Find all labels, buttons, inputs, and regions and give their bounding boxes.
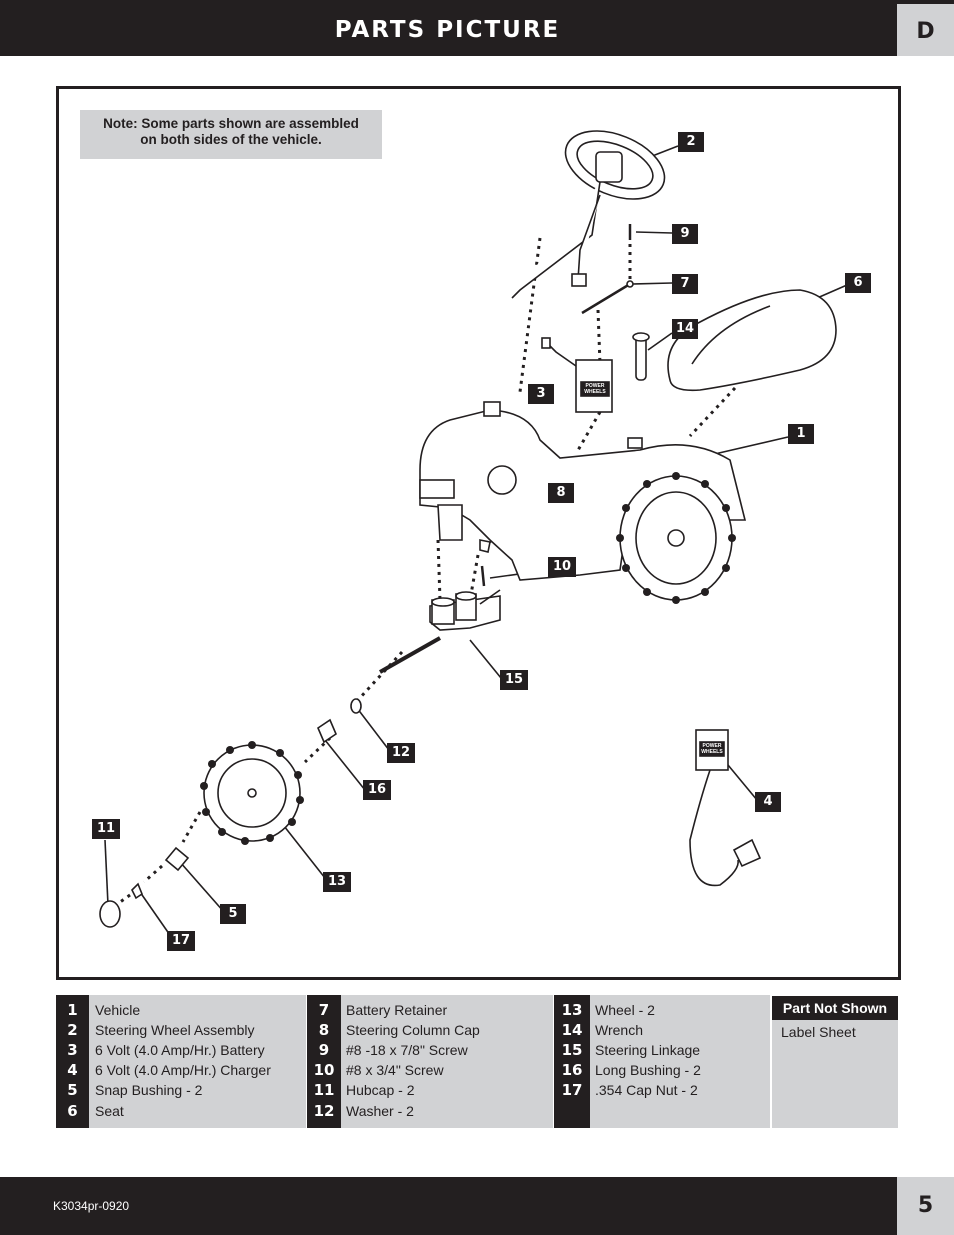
legend-label: Vehicle xyxy=(95,1002,141,1018)
legend-number: 11 xyxy=(313,1081,335,1099)
battery-brand-label: POWER WHEELS xyxy=(584,383,606,395)
legend-number: 2 xyxy=(67,1021,78,1039)
legend-label: Steering Linkage xyxy=(595,1042,701,1058)
callout-6: 6 xyxy=(845,273,871,293)
callout-5: 5 xyxy=(220,904,246,924)
legend-label: 6 Volt (4.0 Amp/Hr.) Charger xyxy=(95,1062,271,1078)
legend-label: .354 Cap Nut - 2 xyxy=(595,1082,698,1098)
legend-number-bar-1 xyxy=(56,995,89,1128)
part-not-shown-box xyxy=(772,1020,898,1128)
callout-16: 16 xyxy=(363,780,391,800)
legend-number: 15 xyxy=(561,1041,583,1059)
legend-number: 12 xyxy=(313,1102,335,1120)
legend-label: Hubcap - 2 xyxy=(346,1082,415,1098)
legend-number-bar-2 xyxy=(307,995,341,1128)
legend-label: #8 x 3/4" Screw xyxy=(346,1062,444,1078)
legend-column-3 xyxy=(554,995,770,1128)
legend-label: Wheel - 2 xyxy=(595,1002,655,1018)
callout-12: 12 xyxy=(387,743,415,763)
callout-11: 11 xyxy=(92,819,120,839)
legend-label: Battery Retainer xyxy=(346,1002,448,1018)
legend-number: 5 xyxy=(67,1081,78,1099)
legend-number-bar-3 xyxy=(554,995,590,1128)
legend-number: 3 xyxy=(67,1041,78,1059)
legend-number: 6 xyxy=(67,1102,78,1120)
callout-17: 17 xyxy=(167,931,195,951)
legend-number: 14 xyxy=(561,1021,583,1039)
legend-number: 16 xyxy=(561,1061,583,1079)
page-header: PARTS PICTURE xyxy=(0,0,954,56)
page-number: 5 xyxy=(897,1177,954,1235)
legend-number: 13 xyxy=(561,1001,583,1019)
callout-4: 4 xyxy=(755,792,781,812)
legend-number: 4 xyxy=(67,1061,78,1079)
legend-label: Seat xyxy=(95,1103,124,1119)
legend-number: 8 xyxy=(318,1021,330,1039)
charger-brand-label: POWER WHEELS xyxy=(701,743,723,755)
legend-label: 6 Volt (4.0 Amp/Hr.) Battery xyxy=(95,1042,265,1058)
callout-14: 14 xyxy=(672,319,698,339)
legend-number: 10 xyxy=(313,1061,335,1079)
legend-label: Long Bushing - 2 xyxy=(595,1062,701,1078)
assembly-note: Note: Some parts shown are assembled on … xyxy=(80,110,382,159)
page-footer xyxy=(0,1177,954,1235)
legend-label: Wrench xyxy=(595,1022,643,1038)
note-line-1: Note: Some parts shown are assembled xyxy=(103,116,359,131)
legend-label: Washer - 2 xyxy=(346,1103,414,1119)
callout-13: 13 xyxy=(323,872,351,892)
section-tab: D xyxy=(897,4,954,56)
callout-15: 15 xyxy=(500,670,528,690)
legend-label: #8 -18 x 7/8" Screw xyxy=(346,1042,468,1058)
legend-label: Steering Wheel Assembly xyxy=(95,1022,255,1038)
legend-number: 7 xyxy=(318,1001,330,1019)
part-not-shown-title: Part Not Shown xyxy=(772,996,898,1020)
diagram-frame xyxy=(56,86,901,980)
page-title: PARTS PICTURE xyxy=(334,17,561,43)
legend-number: 1 xyxy=(67,1001,78,1019)
callout-8: 8 xyxy=(548,483,574,503)
callout-9: 9 xyxy=(672,224,698,244)
legend-column-2 xyxy=(307,995,553,1128)
part-not-shown-item: Label Sheet xyxy=(781,1024,856,1040)
callout-3: 3 xyxy=(528,384,554,404)
legend-number: 17 xyxy=(561,1081,583,1099)
legend-label: Steering Column Cap xyxy=(346,1022,480,1038)
note-line-2: on both sides of the vehicle. xyxy=(140,132,322,147)
legend-column-1 xyxy=(56,995,306,1128)
callout-2: 2 xyxy=(678,132,704,152)
callout-1: 1 xyxy=(788,424,814,444)
legend-label: Snap Bushing - 2 xyxy=(95,1082,203,1098)
callout-10: 10 xyxy=(548,557,576,577)
callout-7: 7 xyxy=(672,274,698,294)
legend-number: 9 xyxy=(318,1041,330,1059)
document-code: K3034pr-0920 xyxy=(53,1199,130,1213)
